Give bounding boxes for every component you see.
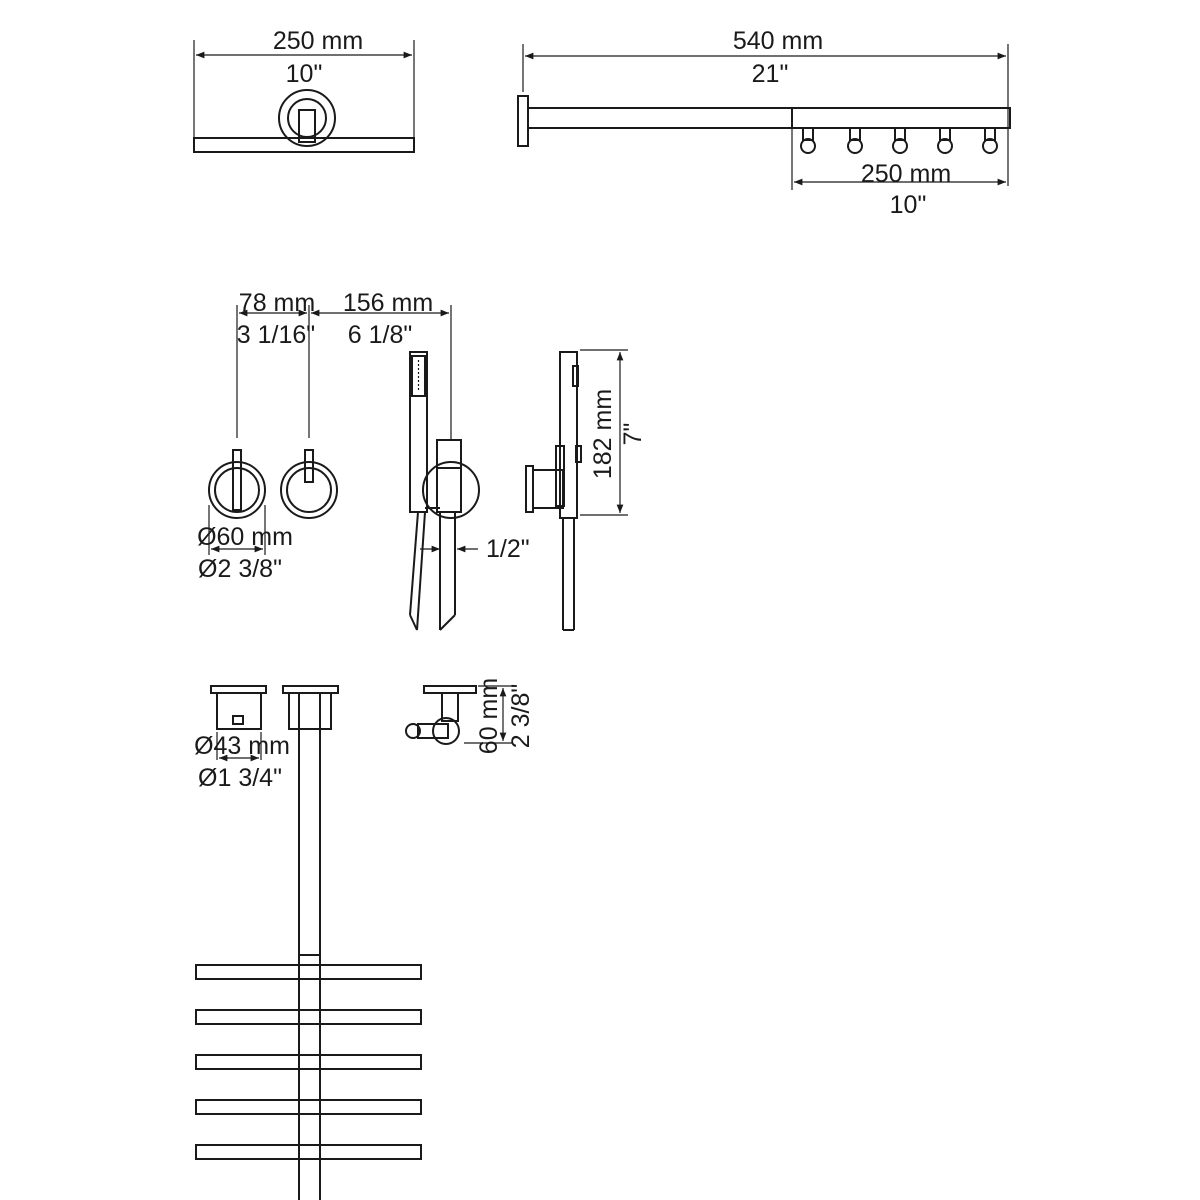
holder-depth-mm: 60 mm: [475, 678, 503, 754]
hand-shower-side-handle: [559, 351, 578, 519]
hand-shower-side-view: 182 mm 7": [525, 349, 647, 631]
right-plan-body: [288, 692, 332, 730]
mixer-valves-front-view: 78 mm 156 mm 3 1/16" 6 1/8" Ø60 mm Ø2 3/…: [197, 289, 452, 583]
right-plan-flange: [282, 685, 339, 694]
wall-flange-inner: [287, 98, 327, 138]
shower-head-front-view: 250 mm 10": [193, 27, 415, 153]
arm-length-inches: 21": [752, 60, 789, 88]
arm-wall-flange: [517, 95, 529, 147]
holder-plan-flange: [423, 685, 477, 694]
plan-diameter-mm: Ø43 mm: [194, 732, 290, 760]
shower-arm-side-view: 540 mm 21" 250 mm 10": [517, 27, 1011, 219]
left-plan-flange: [210, 685, 267, 694]
spray-nozzles: [800, 127, 998, 154]
ceiling-head-body: [298, 954, 321, 1200]
head-width-mm: 250 mm: [273, 27, 363, 55]
holder-depth-inches: 2 3/8": [507, 684, 535, 748]
rain-bars: [195, 964, 422, 1160]
head-length-mm: 250 mm: [861, 160, 951, 188]
right-valve-handle: [280, 449, 338, 519]
hand-shower-outlet-flange: [422, 461, 480, 519]
valve-spacing-mm: 78 mm: [239, 289, 315, 317]
left-valve-handle: [208, 449, 266, 519]
holder-plan-view: 60 mm 2 3/8": [405, 678, 535, 754]
holder-plan-stem: [441, 692, 459, 722]
valve-plan-view: Ø43 mm Ø1 3/4": [194, 685, 339, 792]
left-plan-body: [216, 692, 262, 730]
hose-plan-circle: [405, 723, 421, 739]
shower-head-body: [791, 107, 1011, 129]
hand-shower-height-mm: 182 mm: [589, 389, 617, 479]
holder-side-body: [532, 469, 564, 509]
outlet-thread-size: 1/2": [486, 535, 530, 563]
valve-offset-inches: 6 1/8": [348, 321, 412, 349]
valve-offset-mm: 156 mm: [343, 289, 433, 317]
hand-shower-handle: [409, 351, 428, 513]
shower-arm-pipe: [527, 107, 793, 129]
holder-wall-flange: [525, 465, 534, 513]
holder-plan-cradle: [432, 717, 460, 745]
ceiling-arm-pipe: [298, 692, 321, 966]
head-length-inches: 10": [890, 191, 927, 219]
ceiling-shower-view: [195, 692, 422, 1200]
valve-diameter-inches: Ø2 3/8": [198, 555, 282, 583]
hand-shower-front-view: 1/2": [409, 351, 530, 631]
head-arm-connector: [298, 109, 316, 143]
hand-shower-spray-face: [411, 355, 426, 397]
hand-shower-outlet-body: [436, 467, 462, 513]
valve-diameter-mm: Ø60 mm: [197, 523, 293, 551]
head-width-inches: 10": [286, 60, 323, 88]
hand-shower-height-inches: 7": [619, 423, 647, 446]
arm-length-mm: 540 mm: [733, 27, 823, 55]
plan-diameter-inches: Ø1 3/4": [198, 764, 282, 792]
valve-spacing-inches: 3 1/16": [237, 321, 315, 349]
wall-flange-outer: [278, 89, 336, 147]
